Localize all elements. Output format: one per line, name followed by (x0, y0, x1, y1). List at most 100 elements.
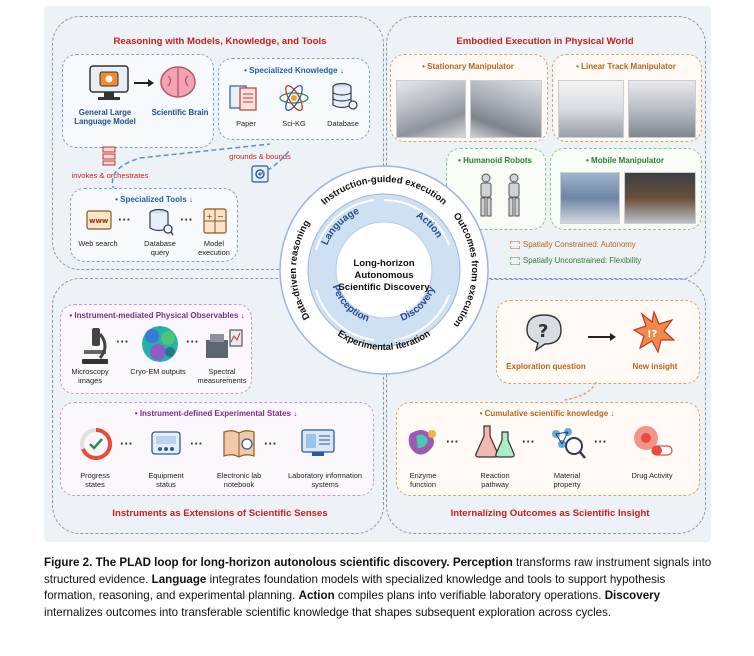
knowledge-item-paper: Paper (236, 119, 256, 128)
caption-keyword-discovery: Discovery (604, 589, 661, 603)
caption-figure-number: Figure 2. (44, 556, 93, 569)
plad-cycle-diagram: Instruction-guided execution Experimenta… (279, 165, 489, 375)
linear-title: • Linear Track Manipulator (576, 62, 676, 71)
ellipsis-dots: ··· (118, 212, 131, 227)
llm-label: General Large Language Model (74, 108, 136, 127)
molecule-magnifier-icon (552, 428, 586, 459)
caption-text-4: internalizes outcomes into transferable … (44, 605, 612, 619)
ellipsis-dots: ··· (120, 436, 133, 451)
embodied-title: Embodied Execution in Physical World (456, 36, 634, 47)
insight-burst-icon: !? (632, 310, 676, 354)
database-icon (332, 82, 358, 110)
arrow-right-icon (588, 333, 616, 341)
reasoning-title: Reasoning with Models, Knowledge, and To… (113, 36, 327, 47)
caption-keyword-perception: Perception (452, 556, 513, 569)
knowledge-item-scikg: Sci-KG (282, 119, 306, 128)
enzyme-icon (408, 430, 436, 455)
ellipsis-dots: ··· (190, 436, 203, 451)
computer-chip-icon (89, 65, 129, 100)
ellipsis-dots: ··· (522, 434, 535, 449)
invokes-label: invokes & orchestrates (71, 171, 149, 180)
svg-text:−: − (217, 212, 224, 221)
notebook-icon (223, 430, 255, 458)
llm-box (62, 54, 214, 148)
states-title: • Instrument-defined Experimental States… (134, 409, 298, 418)
state-notebook: Electronic lab notebook (216, 471, 262, 489)
cycle-arrow (393, 294, 450, 341)
svg-text:?: ? (538, 321, 548, 342)
ellipsis-dots: ··· (180, 212, 193, 227)
caption-text-2: integrates foundation models with specia… (44, 572, 666, 603)
knowledge-title: • Specialized Knowledge ↓ (244, 66, 344, 75)
microscope-icon (82, 328, 108, 364)
grounds-label: grounds & bounds (229, 152, 291, 161)
equipment-icon (151, 431, 181, 455)
cryo-em-icon (142, 326, 178, 362)
exploration-box (496, 300, 700, 384)
embodied-panel (386, 16, 706, 280)
knowledge-drug: Drug Activity (631, 471, 673, 480)
mobile-title: • Mobile Manipulator (586, 156, 664, 165)
spectrometer-icon (206, 329, 243, 358)
connector-lines (111, 143, 291, 199)
database-query-icon (149, 208, 174, 236)
insight-panel (386, 278, 706, 534)
knowledge-enzyme: Enzyme function (409, 471, 437, 489)
observable-microscopy: Microscopy images (71, 367, 109, 385)
humanoid-title: • Humanoid Robots (458, 156, 532, 165)
legend-green-swatch (510, 256, 520, 265)
figure-caption: Figure 2. The PLAD loop for long-horizon… (44, 555, 714, 621)
core-circle (335, 221, 433, 319)
ellipsis-dots: ··· (186, 334, 199, 349)
stationary-photo-2 (470, 80, 542, 138)
brain-icon (160, 66, 196, 98)
reaction-flask-icon (475, 425, 515, 458)
humanoid-robot-icon (480, 173, 520, 217)
caption-keyword-action: Action (298, 589, 335, 603)
progress-icon (80, 428, 112, 460)
state-equipment: Equipment status (148, 471, 184, 489)
tool-web-search: Web search (78, 239, 118, 248)
legend-constrained: Spatially Constrained: Autonomy (510, 240, 636, 249)
linear-photo-1 (558, 80, 624, 138)
caption-title: The PLAD loop for long-horizon autonolou… (95, 556, 450, 569)
svg-text:+: + (206, 212, 213, 221)
arrow-right-icon (134, 79, 154, 87)
cycle-arrow (315, 199, 375, 251)
knowledge-reaction: Reaction pathway (480, 471, 510, 489)
ellipsis-dots: ··· (264, 436, 277, 451)
web-icon: www (86, 210, 112, 230)
legend-unconstrained: Spatially Unconstrained: Flexibility (510, 256, 641, 265)
legend-constrained-text: Spatially Constrained: Autonomy (523, 240, 636, 249)
paper-icon (229, 85, 257, 111)
brain-label: Scientific Brain (151, 108, 209, 117)
caption-text-3: compiles plans into verifiable laborator… (334, 589, 605, 603)
observables-title: • Instrument-mediated Physical Observabl… (69, 311, 245, 320)
tools-title: • Specialized Tools ↓ (115, 195, 193, 204)
ellipsis-dots: ··· (446, 434, 459, 449)
lab-system-icon (301, 429, 335, 456)
atom-icon (279, 84, 309, 112)
knowledge-item-database: Database (327, 119, 359, 128)
core-label: Long-horizon Autonomous Scientific Disco… (338, 258, 430, 293)
cycle-arrow (383, 199, 450, 246)
instruments-title: Instruments as Extensions of Scientific … (112, 508, 328, 519)
mobile-photo-2 (624, 172, 696, 224)
ellipsis-dots: ··· (116, 334, 129, 349)
linear-photo-2 (628, 80, 696, 138)
dashed-connector (563, 382, 597, 401)
tool-database-query: Database query (144, 239, 176, 257)
instruments-panel (52, 278, 384, 534)
workflow-icon (102, 146, 116, 166)
mobile-photo-1 (560, 172, 620, 224)
caption-text-1: transforms raw instrument signals into s… (44, 556, 712, 586)
drug-icon (634, 426, 673, 456)
stationary-title: • Stationary Manipulator (422, 62, 514, 71)
calculator-icon: +− (203, 208, 227, 234)
cumulative-title: • Cumulative scientific knowledge ↓ (479, 409, 615, 418)
stationary-photo-1 (396, 80, 466, 138)
reasoning-panel (52, 16, 384, 270)
caption-keyword-language: Language (151, 572, 207, 586)
question-bubble-icon: ? (526, 314, 562, 352)
svg-text:!?: !? (647, 329, 658, 340)
